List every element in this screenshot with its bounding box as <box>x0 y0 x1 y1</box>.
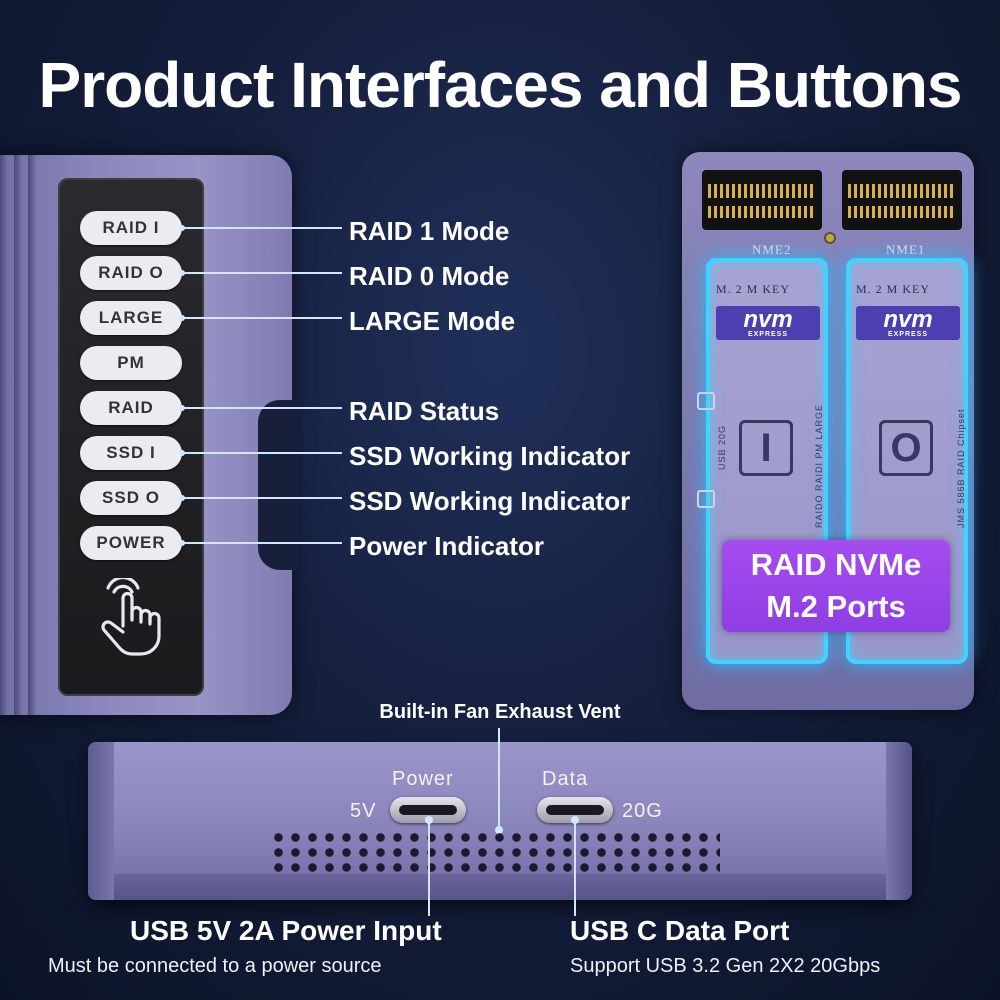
power-voltage-label: 5V <box>350 800 377 822</box>
indicator-ssd1: SSD I <box>80 436 182 470</box>
lightning-icon <box>697 490 715 508</box>
nvme-logo-text: nvm <box>883 306 933 333</box>
callout-line <box>179 495 342 501</box>
indicator-raid: RAID <box>80 391 182 425</box>
nvme-logo-text: nvm <box>743 306 793 333</box>
label-large-mode: LARGE Mode <box>349 306 516 336</box>
label-ssd1-indicator: SSD Working Indicator <box>349 441 631 471</box>
heatsink-fin <box>0 155 8 715</box>
screw-icon <box>824 232 836 244</box>
indicator-ssd0: SSD O <box>80 481 182 515</box>
endcap-right <box>886 742 912 900</box>
label-ssd0-indicator: SSD Working Indicator <box>349 486 631 516</box>
touch-hand-icon <box>101 578 161 656</box>
square-icon <box>697 392 715 410</box>
button-raid0[interactable]: RAID O <box>80 256 182 290</box>
vent-callout-line <box>498 728 500 828</box>
callout-line <box>179 540 342 546</box>
nvme-logo-right: nvm EXPRESS <box>856 306 960 340</box>
raid-nvme-badge: RAID NVMe M.2 Ports <box>722 540 950 632</box>
nvme-logo-left: nvm EXPRESS <box>716 306 820 340</box>
data-callout-dot <box>571 816 579 824</box>
power-port-label: Power <box>392 768 454 790</box>
data-port-title: USB C Data Port <box>570 915 790 946</box>
pcb-text-left: RAIDO RAIDI PM LARGE <box>814 403 824 528</box>
heatsink-fin <box>28 155 36 715</box>
badge-line-2: M.2 Ports <box>766 589 906 624</box>
badge-line-1: RAID NVMe <box>750 547 922 582</box>
endcap-left <box>88 742 114 900</box>
mkey-label-left: M. 2 M KEY <box>716 282 791 296</box>
nvme-logo-sub: EXPRESS <box>747 331 789 338</box>
heatsink-fin <box>14 155 22 715</box>
mkey-label-right: M. 2 M KEY <box>856 282 931 296</box>
callout-line <box>179 270 342 276</box>
indicator-power: POWER <box>80 526 182 560</box>
callout-line <box>179 225 342 231</box>
data-callout-line <box>574 823 576 916</box>
slot-label-nme1: NME1 <box>886 242 926 257</box>
power-callout-dot <box>425 816 433 824</box>
power-callout-line <box>428 823 430 916</box>
vent-holes <box>270 830 720 876</box>
data-port-sub: Support USB 3.2 Gen 2X2 20Gbps <box>570 955 881 977</box>
label-raid-status: RAID Status <box>349 396 500 426</box>
callout-line <box>179 450 342 456</box>
enclosure-front-view <box>88 742 912 900</box>
vent-label: Built-in Fan Exhaust Vent <box>379 701 621 723</box>
power-input-sub: Must be connected to a power source <box>48 955 382 977</box>
data-speed-label: 20G <box>622 800 663 822</box>
bay-mark-right: O <box>879 420 933 476</box>
pcb-text-right: JMS 586B RAID Chipset <box>956 408 966 528</box>
button-large[interactable]: LARGE <box>80 301 182 335</box>
nvme-logo-sub: EXPRESS <box>887 331 929 338</box>
button-pm[interactable]: PM <box>80 346 182 380</box>
button-raid1[interactable]: RAID I <box>80 211 182 245</box>
power-input-title: USB 5V 2A Power Input <box>130 915 442 946</box>
data-port-label: Data <box>542 768 589 790</box>
label-raid0-mode: RAID 0 Mode <box>349 261 510 291</box>
bay-mark-left: I <box>739 420 793 476</box>
m2-connector-left <box>702 170 822 230</box>
callout-line <box>179 405 342 411</box>
pcb-usb-text: USB 20G <box>717 424 727 470</box>
slot-label-nme2: NME2 <box>752 242 792 257</box>
label-power-indicator: Power Indicator <box>349 531 545 561</box>
device-notch <box>258 400 298 570</box>
callout-line <box>179 315 342 321</box>
page-title: Product Interfaces and Buttons <box>38 49 963 121</box>
m2-connector-right <box>842 170 962 230</box>
label-raid1-mode: RAID 1 Mode <box>349 216 510 246</box>
